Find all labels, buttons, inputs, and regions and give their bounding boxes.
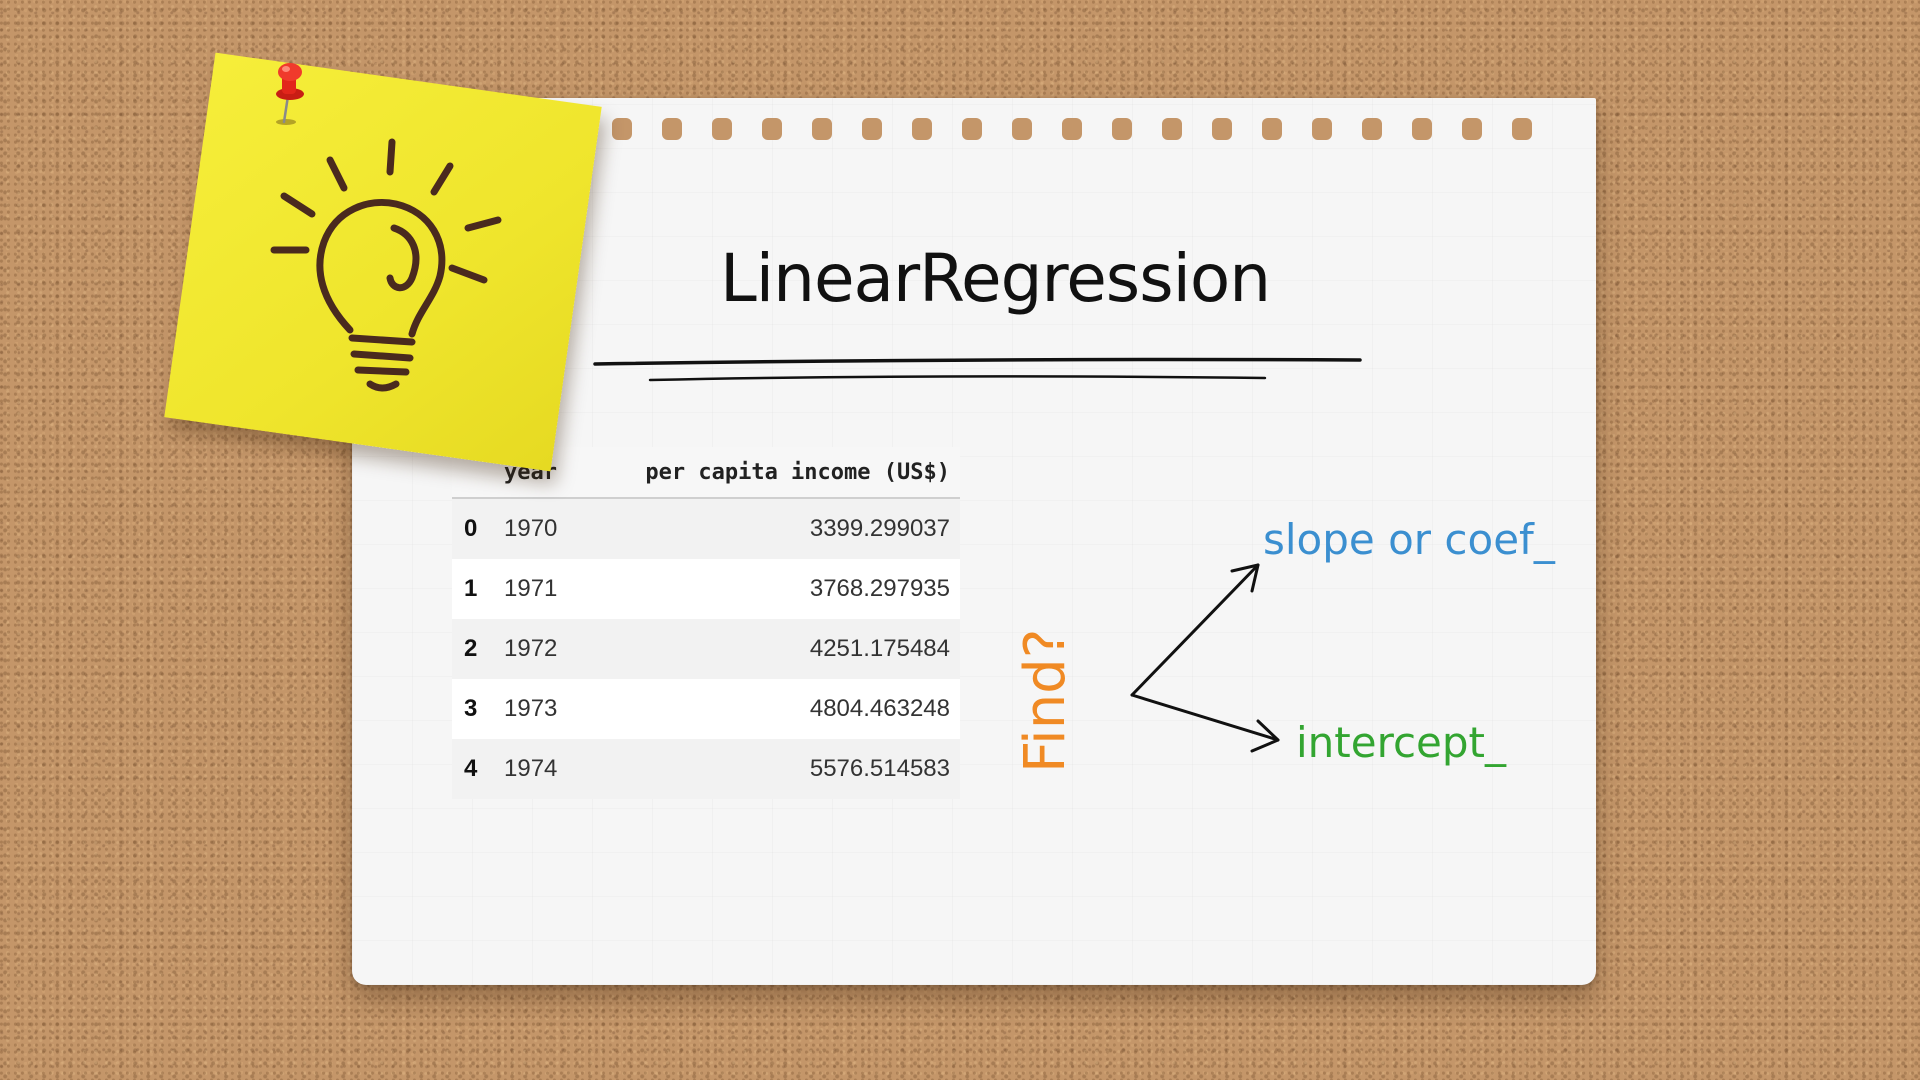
row-year: 1973 [504, 695, 558, 722]
pushpin-icon [276, 63, 304, 125]
row-index: 1 [464, 575, 478, 602]
row-income: 3399.299037 [809, 515, 950, 542]
title-underline [593, 357, 1362, 382]
row-year: 1972 [504, 635, 558, 662]
table-row: 2 1972 4251.175484 [452, 619, 960, 679]
row-income: 4251.175484 [809, 635, 950, 662]
find-question-label: Find? [1013, 628, 1078, 773]
table-row: 1 1971 3768.297935 [452, 559, 960, 619]
intercept-label: intercept_ [1296, 718, 1506, 767]
table-row: 0 1970 3399.299037 [452, 498, 960, 559]
row-income: 5576.514583 [809, 755, 950, 782]
table-row: 3 1973 4804.463248 [452, 679, 960, 739]
table-row: 4 1974 5576.514583 [452, 739, 960, 799]
page-title: LinearRegression [720, 240, 1271, 317]
row-year: 1971 [504, 575, 558, 602]
row-year: 1970 [504, 515, 558, 542]
column-header-income: per capita income (US$) [579, 447, 960, 499]
dataframe-table: year per capita income (US$) 0 1970 3399… [452, 447, 960, 799]
table-header-row: year per capita income (US$) [452, 447, 960, 499]
row-year: 1974 [504, 755, 558, 782]
row-index: 3 [464, 695, 478, 722]
branch-arrows-icon [1130, 563, 1280, 753]
row-income: 3768.297935 [809, 575, 950, 602]
lightbulb-icon [270, 138, 502, 392]
row-index: 4 [464, 755, 478, 782]
row-index: 0 [464, 515, 478, 542]
row-income: 4804.463248 [809, 695, 950, 722]
row-index: 2 [464, 635, 478, 662]
slope-label: slope or coef_ [1263, 515, 1555, 564]
